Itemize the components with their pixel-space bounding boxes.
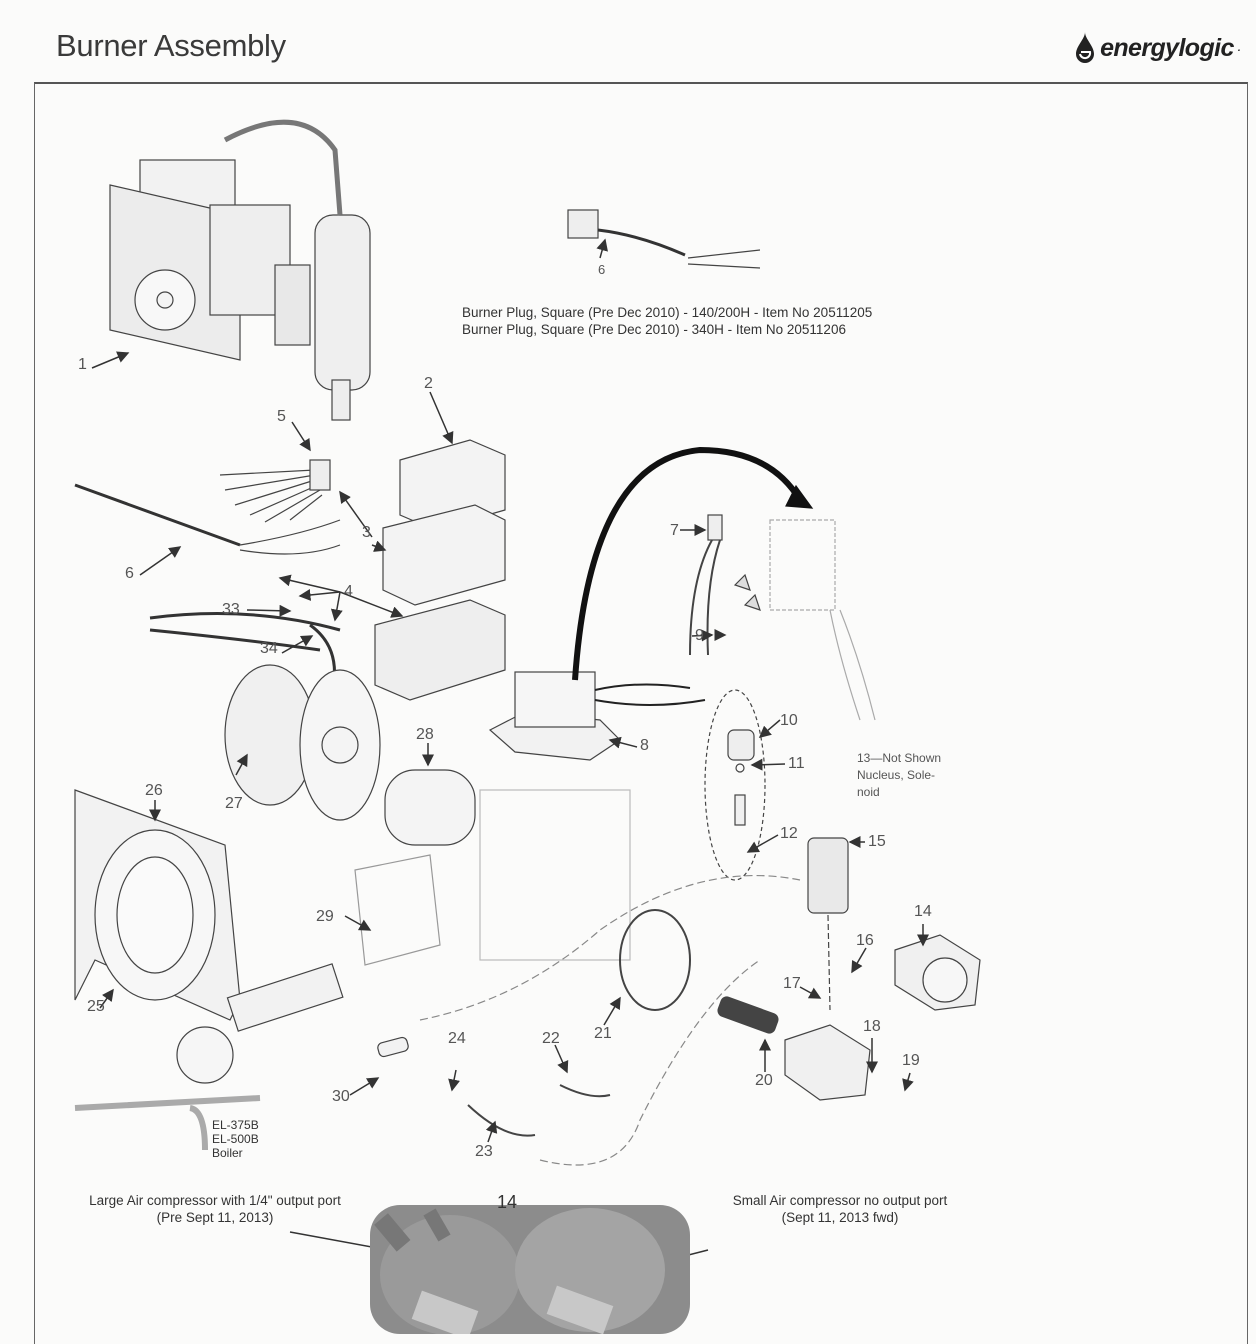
air-compressor-photo [370, 1205, 690, 1334]
solenoid-note: 13—Not Shown Nucleus, Sole- noid [857, 750, 941, 801]
mounting-plate-part [74, 789, 241, 1021]
solenoid-coil-part [727, 729, 755, 761]
callout-27: 27 [225, 795, 243, 812]
wire-harness-part [219, 459, 331, 523]
callout-24: 24 [448, 1030, 466, 1047]
callout-23: 23 [475, 1143, 493, 1160]
large-compressor-line: Large Air compressor with 1/4" output po… [89, 1193, 341, 1208]
large-compressor-caption: Large Air compressor with 1/4" output po… [60, 1192, 370, 1226]
large-compressor-line: (Pre Sept 11, 2013) [156, 1210, 274, 1225]
compressor-number: 14 [497, 1192, 518, 1212]
solenoid-note-line: Nucleus, Sole- [857, 768, 936, 782]
motor-part [224, 664, 381, 821]
gasket-part [354, 854, 441, 966]
air-pump-part [894, 934, 981, 1011]
small-compressor-line: (Sept 11, 2013 fwd) [781, 1210, 899, 1225]
callout-22: 22 [542, 1030, 560, 1047]
callout-2: 2 [424, 375, 433, 392]
callout-21: 21 [594, 1025, 612, 1042]
burner-plug-notes: Burner Plug, Square (Pre Dec 2010) - 140… [462, 304, 872, 338]
plug-note-line: Burner Plug, Square (Pre Dec 2010) - 140… [462, 305, 873, 320]
control-box-part [374, 439, 506, 701]
small-compressor-caption: Small Air compressor no output port (Sep… [700, 1192, 980, 1226]
brand-name: energylogic [1100, 33, 1234, 62]
coupling-part [717, 996, 779, 1034]
transformer-part [488, 671, 706, 761]
oil-drop-icon [1076, 32, 1095, 63]
callout-28: 28 [416, 726, 434, 743]
callout-5: 5 [277, 408, 286, 425]
callout-33: 33 [222, 601, 240, 618]
callout-19: 19 [902, 1052, 920, 1069]
oil-filter-part [807, 837, 849, 1011]
callout-29: 29 [316, 908, 334, 925]
small-compressor-line: Small Air compressor no output port [732, 1193, 948, 1208]
callout-8: 8 [640, 737, 649, 754]
callout-17: 17 [783, 975, 801, 992]
page-title: Burner Assembly [56, 28, 286, 63]
burner-plug-part [567, 209, 761, 269]
callout-34: 34 [260, 640, 278, 657]
callout-3: 3 [362, 524, 371, 541]
electrode-assembly-part [176, 963, 344, 1084]
solenoid-note-line: noid [857, 785, 880, 799]
burner-assembly-part [109, 119, 371, 421]
cad-cell-part [689, 514, 723, 656]
callout-6-plug: 6 [598, 262, 606, 277]
callout-14: 14 [914, 903, 932, 920]
callout-26: 26 [145, 782, 163, 799]
callout-1: 1 [78, 356, 87, 373]
air-tube-band-part [619, 909, 691, 1011]
callout-15: 15 [868, 833, 886, 850]
blower-wheel-part [384, 769, 476, 846]
plug-note-line: Burner Plug, Square (Pre Dec 2010) - 340… [462, 322, 846, 337]
boiler-model-line: EL-375B [212, 1118, 259, 1132]
power-cord-part [74, 483, 241, 547]
callout-12: 12 [780, 825, 798, 842]
panel-outline [769, 519, 836, 611]
callout-25: 25 [87, 998, 105, 1015]
callout-6: 6 [125, 565, 134, 582]
solenoid-group-outline [704, 689, 766, 881]
brand-logo: energylogic. [1074, 30, 1241, 66]
direction-arrow [572, 446, 803, 681]
callout-9: 9 [695, 627, 704, 644]
callout-7: 7 [670, 522, 679, 539]
solenoid-note-line: 13—Not Shown [857, 751, 942, 765]
boiler-model-note: EL-375B EL-500B Boiler [212, 1118, 259, 1160]
callout-10: 10 [780, 712, 798, 729]
callout-30: 30 [332, 1088, 350, 1105]
callout-16: 16 [856, 932, 874, 949]
callout-20: 20 [755, 1072, 773, 1089]
callout-4: 4 [344, 583, 353, 600]
housing-outline [479, 789, 631, 961]
boiler-model-line: EL-500B [212, 1132, 259, 1146]
diagram-frame [34, 82, 1248, 1344]
callout-11: 11 [788, 755, 805, 772]
boiler-model-line: Boiler [212, 1146, 243, 1160]
brand-suffix: . [1237, 42, 1241, 54]
callout-18: 18 [863, 1018, 881, 1035]
